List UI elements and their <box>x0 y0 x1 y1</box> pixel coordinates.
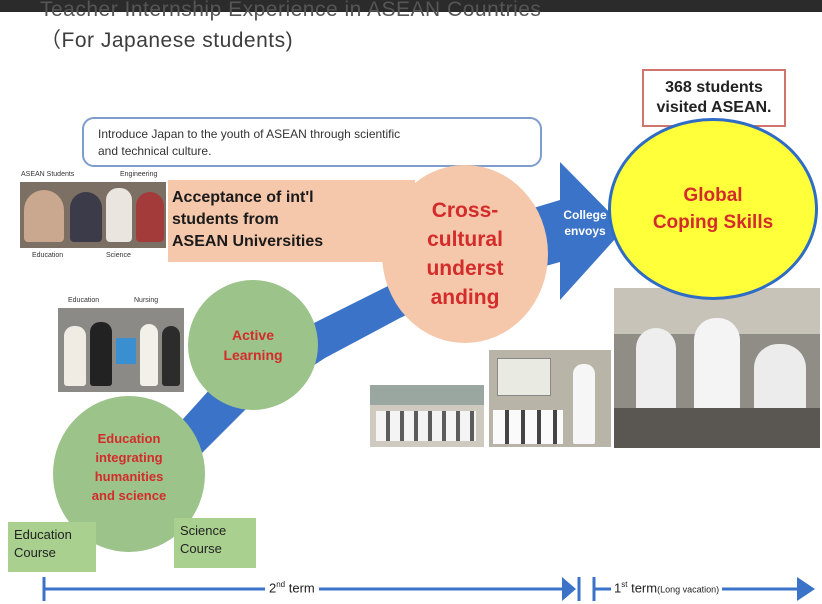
active-line-2: Learning <box>223 347 283 363</box>
caption-engineering: Engineering <box>120 171 158 178</box>
slide-title: Teacher Internship Experience in ASEAN C… <box>40 0 541 54</box>
science-course-box: Science Course <box>174 518 256 568</box>
education-course-box: Education Course <box>8 522 96 572</box>
term2-word: term <box>288 580 315 596</box>
college-envoys-label: College envoys <box>549 207 621 239</box>
students-visited-box: 368 students visited ASEAN. <box>642 69 786 127</box>
cross-line-3: underst <box>426 257 504 280</box>
callout-line-2: and technical culture. <box>98 144 212 158</box>
acceptance-line-2: students from <box>172 211 279 228</box>
classroom-photo-3 <box>614 288 820 448</box>
edu-line-3: humanities <box>94 469 164 484</box>
education-nursing-photo: Education Nursing <box>56 296 186 394</box>
term1-end-arrowhead <box>797 577 815 601</box>
title-line-1: Teacher Internship Experience in ASEAN C… <box>40 0 542 21</box>
term2-end-arrowhead <box>562 577 576 601</box>
caption-nursing: Nursing <box>134 297 159 304</box>
classroom-photo-2 <box>489 350 611 447</box>
acceptance-text: Acceptance of int'l students from ASEAN … <box>172 187 382 253</box>
photo-scene <box>58 308 184 392</box>
cross-cultural-circle: Cross- cultural underst anding <box>382 165 548 343</box>
title-bar-strip <box>0 0 822 12</box>
stat-line-1: 368 students <box>665 79 763 96</box>
term1-note: (Long vacation) <box>657 584 720 595</box>
cross-line-4: anding <box>430 286 500 309</box>
title-line-2: （For Japanese students) <box>40 29 294 52</box>
cross-cultural-label: Cross- cultural underst anding <box>426 196 503 312</box>
global-line-1: Global <box>683 185 743 206</box>
caption-science: Science <box>106 252 131 259</box>
active-learning-label: Active Learning <box>223 325 282 365</box>
acceptance-line-1: Acceptance of int'l <box>172 189 314 206</box>
global-line-2: Coping Skills <box>652 212 774 233</box>
edu-line-2: integrating <box>95 450 163 465</box>
cross-line-1: Cross- <box>431 199 499 222</box>
stat-line-2: visited ASEAN. <box>656 99 772 116</box>
global-coping-skills-circle: Global Coping Skills <box>608 118 818 300</box>
active-line-1: Active <box>231 327 275 343</box>
acceptance-line-3: ASEAN Universities <box>172 233 324 250</box>
active-learning-circle: Active Learning <box>188 280 318 410</box>
caption-education: Education <box>32 252 64 259</box>
envoys-line-2: envoys <box>564 224 606 238</box>
envoys-line-1: College <box>563 208 607 222</box>
science-course-line-2: Course <box>180 541 222 556</box>
edu-line-4: and science <box>91 488 167 503</box>
term1-suffix: st <box>621 580 628 589</box>
edu-line-1: Education <box>97 431 161 446</box>
photo-scene <box>20 182 166 248</box>
term1-number: 1 <box>614 580 622 596</box>
science-course-line-1: Science <box>180 523 227 538</box>
education-course-line-2: Course <box>14 545 56 560</box>
education-course-line-1: Education <box>14 527 72 542</box>
callout-box: Introduce Japan to the youth of ASEAN th… <box>82 117 542 167</box>
cross-line-2: cultural <box>427 228 503 251</box>
callout-line-1: Introduce Japan to the youth of ASEAN th… <box>98 127 401 141</box>
asean-students-photo: ASEAN Students Engineering Education Sci… <box>18 170 168 262</box>
term2-label: 2nd term <box>265 580 319 596</box>
education-integrating-label: Education integrating humanities and sci… <box>92 429 166 505</box>
term1-label: 1st term(Long vacation) <box>611 580 723 596</box>
global-coping-label: Global Coping Skills <box>653 182 773 236</box>
term2-suffix: nd <box>276 580 286 589</box>
acceptance-panel <box>165 180 415 262</box>
caption-education: Education <box>68 297 100 304</box>
classroom-photo-1 <box>370 385 484 447</box>
term1-word: term <box>631 580 658 596</box>
caption-asean-students: ASEAN Students <box>21 171 75 178</box>
term2-number: 2 <box>269 580 277 596</box>
